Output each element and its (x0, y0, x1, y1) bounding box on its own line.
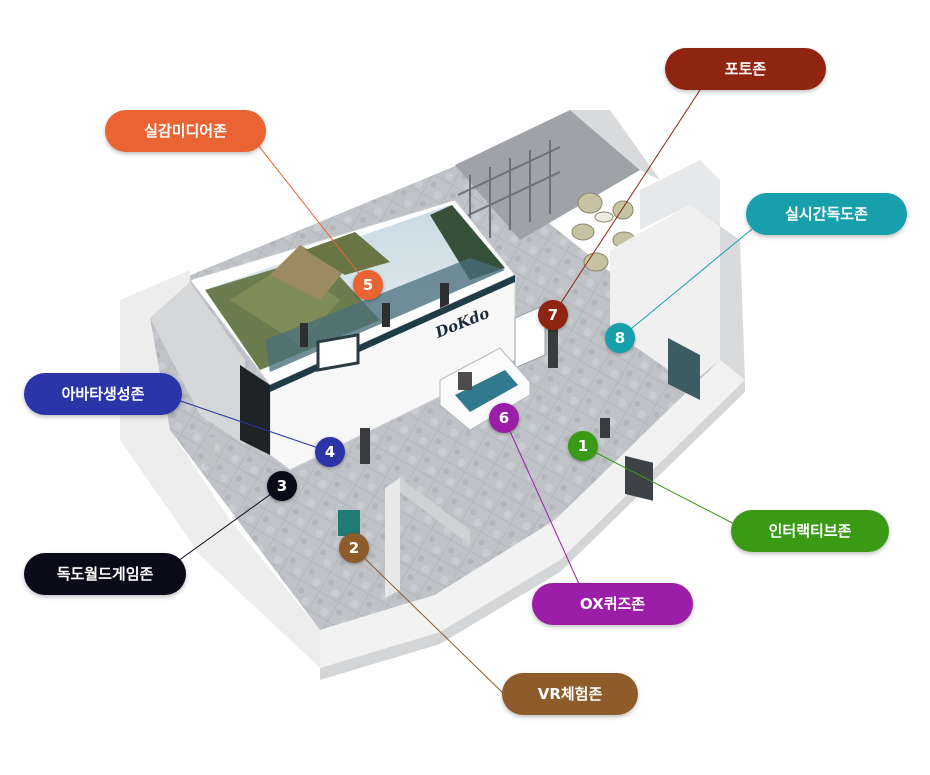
vr-partition (385, 478, 400, 598)
leader-line-8 (619, 228, 753, 339)
zone-label-game[interactable]: 독도월드게임존 (24, 553, 186, 595)
leader-line-5 (246, 130, 369, 286)
zone-marker-2[interactable]: 2 (339, 533, 369, 563)
right-wall (610, 205, 720, 385)
zone-marker-1[interactable]: 1 (568, 431, 598, 461)
tv-screen (625, 455, 653, 501)
zone-marker-6[interactable]: 6 (489, 403, 519, 433)
zone-label-interactive[interactable]: 인터랙티브존 (731, 510, 889, 552)
front-wall (320, 360, 745, 668)
leader-line-4 (159, 393, 331, 453)
zone-label-realtime-dokdo[interactable]: 실시간독도존 (746, 193, 907, 235)
photo-booth (514, 304, 546, 369)
left-outer-wall (120, 270, 320, 668)
zone-marker-5[interactable]: 5 (353, 270, 383, 300)
leader-line-6 (503, 417, 580, 585)
leader-line-2 (353, 547, 505, 695)
zone-marker-4[interactable]: 4 (315, 437, 345, 467)
leader-line-1 (582, 445, 749, 532)
zone-marker-7[interactable]: 7 (538, 300, 568, 330)
zone-label-immersive-media[interactable]: 실감미디어존 (105, 110, 266, 152)
zone-marker-8[interactable]: 8 (605, 323, 635, 353)
dark-back-room (455, 110, 640, 240)
zone-marker-3[interactable]: 3 (267, 471, 297, 501)
zone-label-vr[interactable]: VR체험존 (502, 673, 638, 715)
zone-label-avatar[interactable]: 아바타생성존 (24, 373, 182, 415)
zone-label-ox-quiz[interactable]: OX퀴즈존 (532, 583, 693, 625)
zone-label-photo[interactable]: 포토존 (665, 48, 826, 90)
visitors (338, 328, 610, 536)
leader-line-7 (552, 89, 701, 316)
